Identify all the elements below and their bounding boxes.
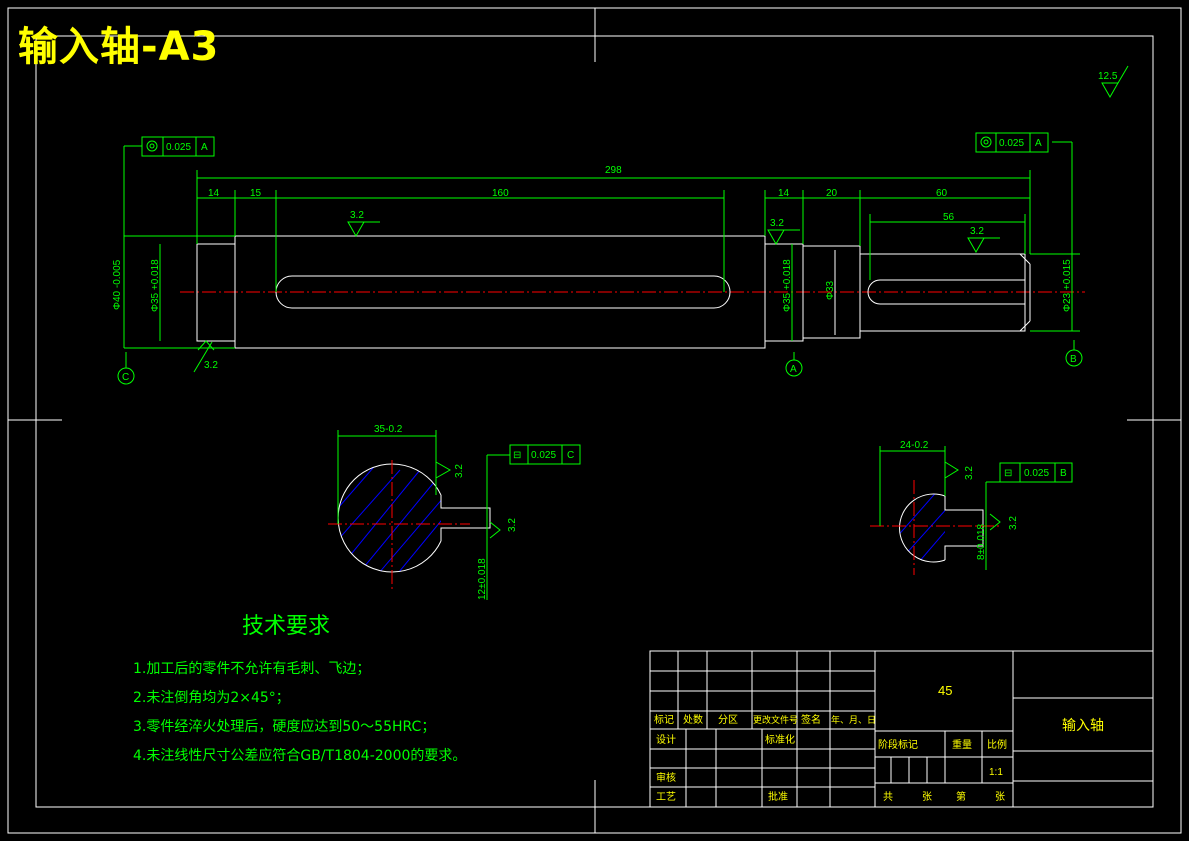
svg-text:0.025: 0.025 xyxy=(1024,468,1049,479)
roughness-d: 3.2 xyxy=(204,360,218,371)
section-view-left xyxy=(328,460,491,590)
datum-b: B xyxy=(1070,354,1077,365)
svg-text:A: A xyxy=(201,142,208,153)
svg-text:3.2: 3.2 xyxy=(454,464,465,478)
svg-text:0.025: 0.025 xyxy=(999,138,1024,149)
roughness-a: 3.2 xyxy=(350,210,364,221)
requirement-item: 2.未注倒角均为2×45°； xyxy=(133,690,290,706)
title-block xyxy=(649,650,1154,808)
dim-seg1: 14 xyxy=(208,188,220,199)
tech-requirements-list: 1.加工后的零件不允许有毛刺、飞边； 2.未注倒角均为2×45°； 3.零件经淬… xyxy=(133,655,466,771)
dim-dia-mid: Φ35 +0.018 xyxy=(782,259,793,312)
svg-text:张: 张 xyxy=(922,791,932,803)
svg-text:A: A xyxy=(1035,138,1042,149)
dim-section-right-width: 24-0.2 xyxy=(900,440,929,451)
dim-seg6: 60 xyxy=(936,188,948,199)
dim-dia-step: Φ33 xyxy=(825,280,836,300)
material: 45 xyxy=(938,683,952,698)
svg-text:B: B xyxy=(1060,468,1067,479)
svg-text:3.2: 3.2 xyxy=(507,518,518,532)
svg-text:阶段标记: 阶段标记 xyxy=(878,738,918,751)
dim-seg2: 15 xyxy=(250,188,262,199)
svg-text:签名: 签名 xyxy=(801,713,821,726)
dim-key-right: 56 xyxy=(943,212,955,223)
svg-text:工艺: 工艺 xyxy=(656,791,676,803)
svg-text:设计: 设计 xyxy=(656,733,676,746)
svg-text:年、月、日: 年、月、日 xyxy=(831,714,876,725)
tech-requirements-heading: 技术要求 xyxy=(242,614,331,639)
dim-dia-left: Φ40 -0.005 xyxy=(112,259,123,310)
dim-seg5: 20 xyxy=(826,188,838,199)
svg-text:⊟: ⊟ xyxy=(1004,468,1012,479)
dim-dia-left-small: Φ35 +0.018 xyxy=(150,259,161,312)
svg-text:标记: 标记 xyxy=(654,714,674,726)
dim-section-right-key: 8±0.018 xyxy=(976,523,987,560)
sheet-title: 输入轴-A3 xyxy=(18,24,220,70)
top-dimensions xyxy=(196,170,1031,292)
scale: 1:1 xyxy=(989,767,1003,778)
roughness-c: 3.2 xyxy=(970,226,984,237)
svg-text:重量: 重量 xyxy=(952,738,972,751)
svg-text:比例: 比例 xyxy=(987,738,1007,751)
dim-section-left-key: 12±0.018 xyxy=(477,558,488,600)
roughness-b: 3.2 xyxy=(770,218,784,229)
svg-text:处数: 处数 xyxy=(683,713,703,726)
svg-text:张: 张 xyxy=(995,791,1005,803)
dim-dia-right: Φ23 +0.015 xyxy=(1062,259,1073,312)
svg-text:3.2: 3.2 xyxy=(1008,516,1019,530)
shaft-main-view xyxy=(180,235,1085,349)
dim-overall: 298 xyxy=(605,165,622,176)
tolerance-frame-left: 0.025 A xyxy=(141,136,215,157)
datum-a: A xyxy=(790,364,797,375)
svg-text:0.025: 0.025 xyxy=(166,142,191,153)
svg-text:⊟: ⊟ xyxy=(513,450,521,461)
svg-text:审核: 审核 xyxy=(656,771,676,784)
svg-text:批准: 批准 xyxy=(768,790,788,803)
svg-text:0.025: 0.025 xyxy=(531,450,556,461)
dim-seg4: 14 xyxy=(778,188,790,199)
part-name: 输入轴 xyxy=(1062,717,1104,733)
dim-seg3: 160 xyxy=(492,188,509,199)
dim-section-left-width: 35-0.2 xyxy=(374,424,403,435)
svg-text:共: 共 xyxy=(883,791,893,803)
svg-text:C: C xyxy=(567,450,574,461)
svg-text:标准化: 标准化 xyxy=(765,733,795,746)
requirement-item: 1.加工后的零件不允许有毛刺、飞边； xyxy=(133,661,371,677)
svg-text:更改文件号: 更改文件号 xyxy=(753,714,798,725)
svg-text:分区: 分区 xyxy=(718,714,738,726)
requirement-item: 3.零件经淬火处理后，硬度应达到50～55HRC； xyxy=(133,719,436,735)
svg-text:3.2: 3.2 xyxy=(964,466,975,480)
requirement-item: 4.未注线性尺寸公差应符合GB/T1804-2000的要求。 xyxy=(133,748,467,764)
roughness-general: 12.5 xyxy=(1098,71,1118,82)
svg-text:第: 第 xyxy=(956,790,966,803)
tolerance-frame-right: 0.025 A xyxy=(975,132,1049,153)
roughness-symbols xyxy=(193,65,1129,373)
datum-c: C xyxy=(122,372,129,383)
